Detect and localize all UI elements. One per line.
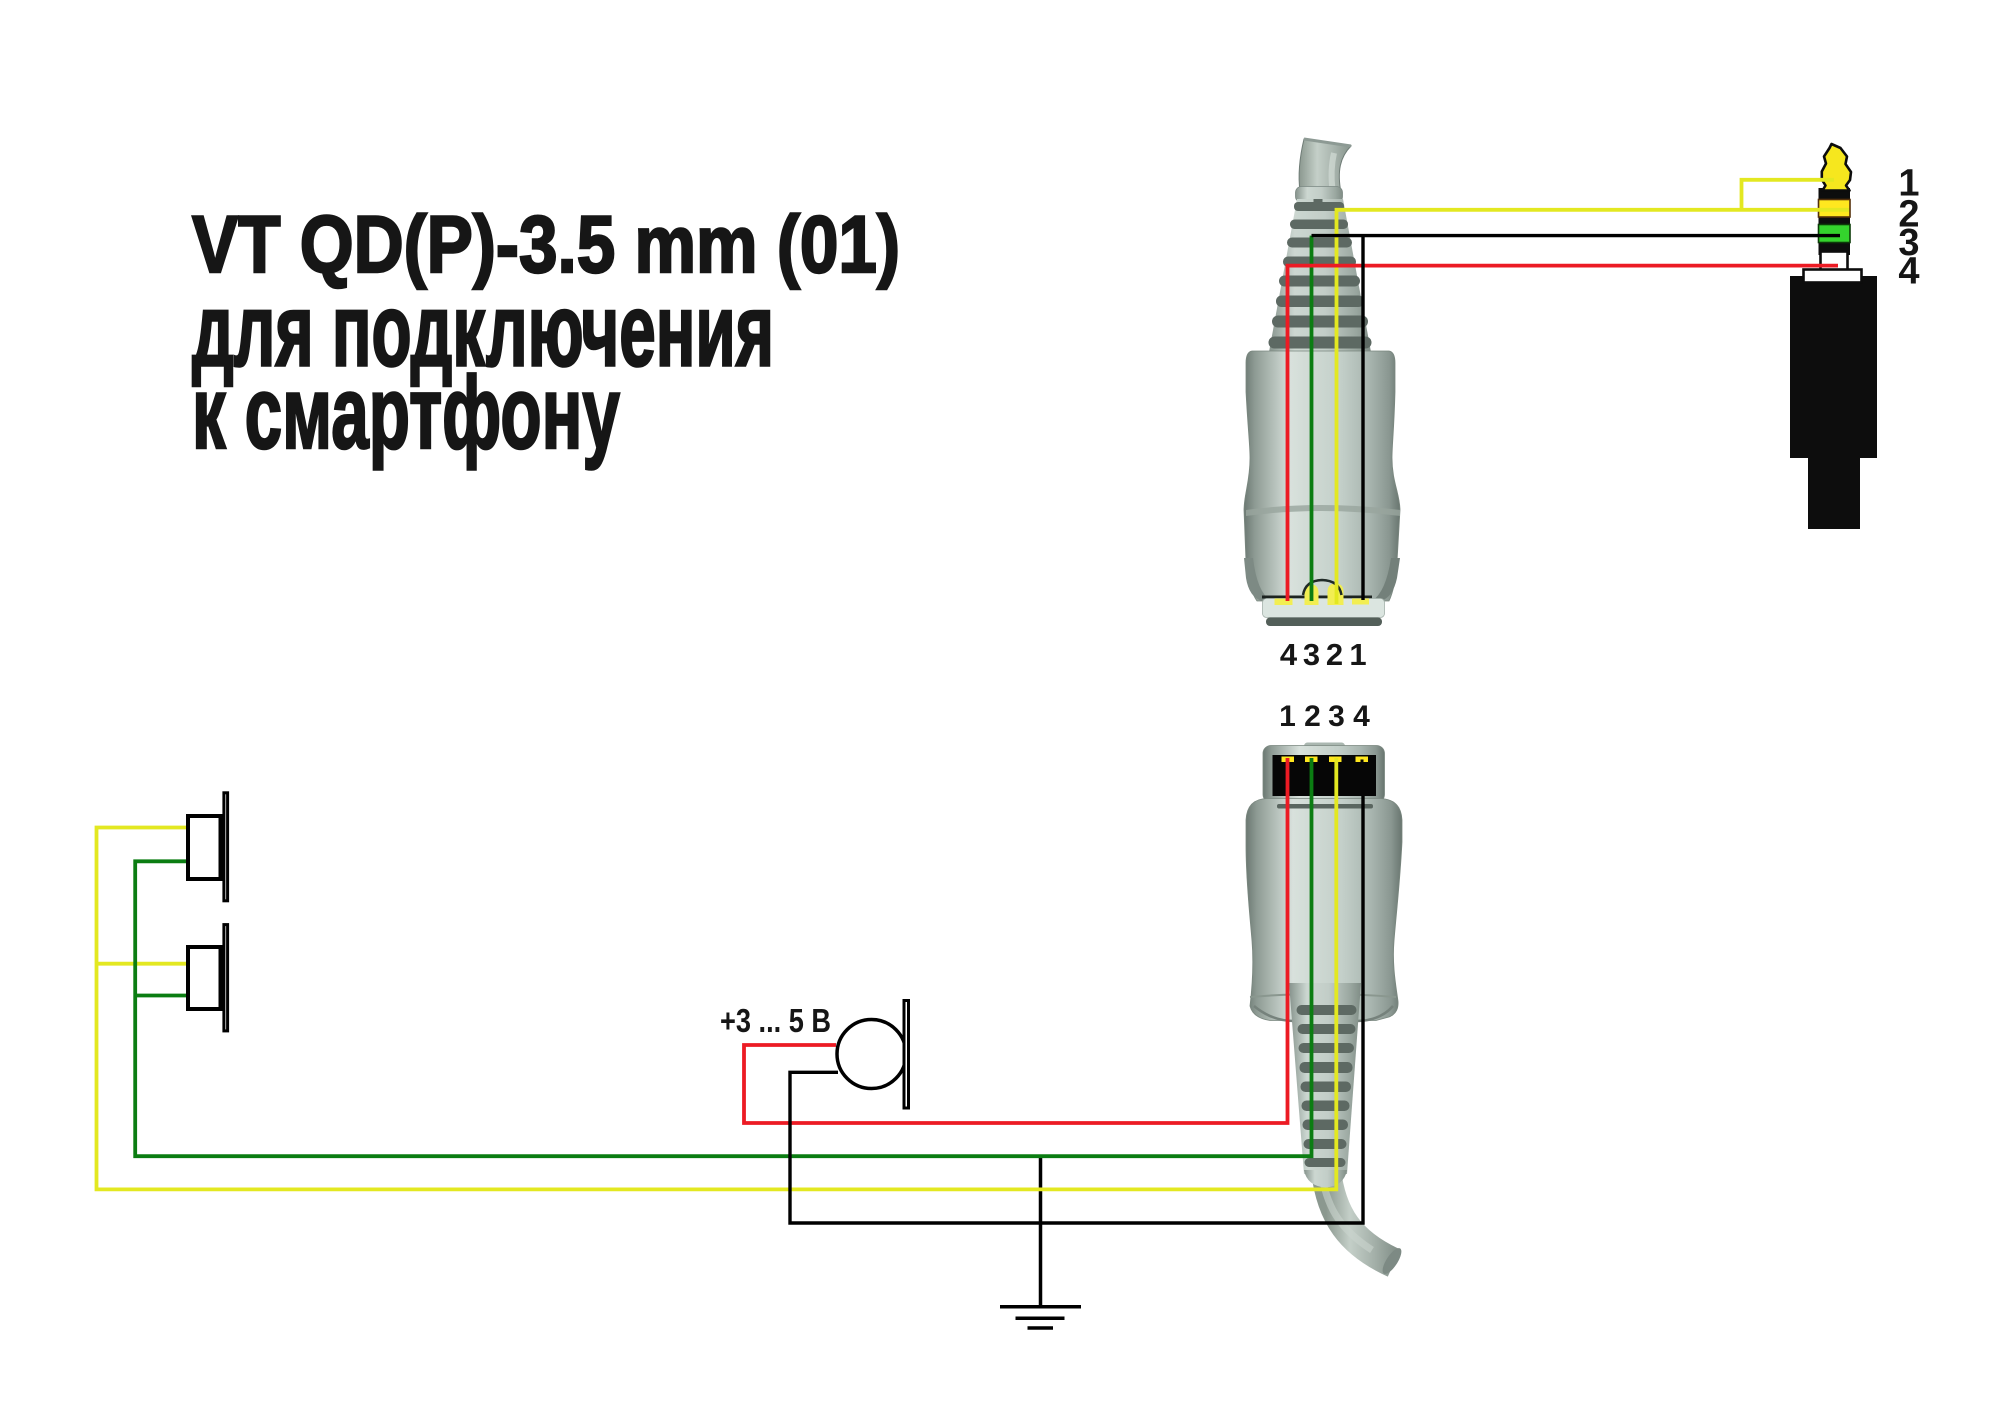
svg-text:4: 4	[1353, 700, 1370, 733]
svg-text:+3 ... 5 В: +3 ... 5 В	[720, 1002, 831, 1039]
svg-text:3: 3	[1303, 637, 1320, 672]
svg-text:1: 1	[1279, 700, 1296, 733]
svg-text:3: 3	[1898, 222, 1919, 264]
svg-text:4: 4	[1280, 637, 1298, 672]
svg-text:2: 2	[1304, 700, 1321, 733]
svg-text:1: 1	[1898, 163, 1919, 205]
svg-text:3: 3	[1328, 700, 1345, 733]
svg-text:4: 4	[1898, 251, 1919, 293]
svg-text:1: 1	[1349, 637, 1366, 672]
svg-text:2: 2	[1326, 637, 1343, 672]
svg-text:к смартфону: к смартфону	[192, 355, 620, 470]
svg-text:VT QD(P)-3.5 mm (01): VT QD(P)-3.5 mm (01)	[192, 200, 900, 290]
svg-text:для подключения: для подключения	[192, 273, 774, 388]
svg-text:2: 2	[1898, 194, 1919, 236]
